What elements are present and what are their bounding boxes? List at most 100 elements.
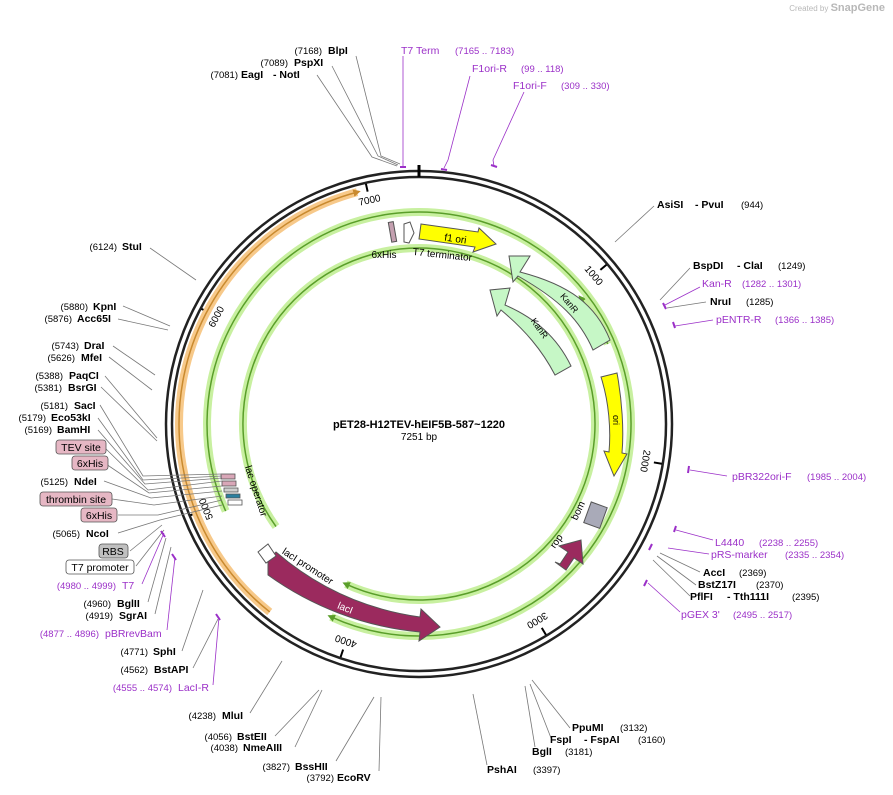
site-pflfi-name[interactable]: PflFI [690, 591, 713, 603]
plasmid-length: 7251 bp [401, 432, 438, 443]
cluster-box-1 [220, 473, 236, 480]
ori-arrow[interactable] [600, 372, 628, 478]
site-pbr322-name[interactable]: pBR322ori-F [732, 471, 792, 483]
site-acc65i-name[interactable]: Acc65I [77, 313, 111, 325]
lac-operator-label: lac operator [242, 464, 269, 518]
site-paqci-name[interactable]: PaqCI [69, 370, 99, 382]
cluster-box-5 [227, 499, 243, 506]
site-ncoi-name[interactable]: NcoI [86, 528, 109, 540]
site-eco53ki-name[interactable]: Eco53kI [51, 412, 91, 424]
site-l4440-name[interactable]: L4440 [715, 537, 744, 549]
site-bsshii-pos: (3827) [263, 762, 290, 773]
site-mfei-name[interactable]: MfeI [81, 352, 102, 364]
tev-box[interactable] [55, 439, 107, 455]
site-nmeaiii-name[interactable]: NmeAIII [243, 742, 282, 754]
site-sgrai-name[interactable]: SgrAI [119, 610, 147, 622]
site-pgex-name[interactable]: pGEX 3' [681, 609, 720, 621]
thrombin-box-label: thrombin site [46, 494, 106, 506]
site-ecorv-name[interactable]: EcoRV [337, 772, 371, 784]
site-sphi-name[interactable]: SphI [153, 646, 176, 658]
kanr-arrow-1[interactable] [508, 255, 611, 351]
6xhis-inner-label: 6xHis [371, 250, 396, 261]
site-nrui-pos: (1285) [746, 297, 773, 308]
site-noti-name[interactable]: - NotI [273, 69, 300, 81]
site-eco53ki-pos: (5179) [19, 413, 46, 424]
snapgene-logo: SnapGene [830, 2, 885, 14]
laci-promoter-arrow[interactable] [257, 543, 277, 564]
leader-f1orif [492, 91, 525, 167]
t7-promoter-arc[interactable] [178, 189, 361, 613]
inner-features: f1 ori KanR KanR ori bom rop lacI lacI p… [220, 221, 628, 643]
site-fspai-name[interactable]: - FspAI [584, 734, 620, 746]
laci-arrow[interactable] [267, 551, 441, 643]
6xhis-box-1[interactable] [71, 455, 109, 471]
rbs-box[interactable] [98, 543, 129, 559]
rop-arrow[interactable] [554, 539, 584, 571]
site-pshai-name[interactable]: PshAI [487, 764, 517, 776]
site-mlui-name[interactable]: MluI [222, 710, 243, 722]
site-blpi-name[interactable]: BlpI [328, 45, 348, 57]
site-t7term-name[interactable]: T7 Term [401, 45, 440, 57]
bom-box[interactable] [583, 501, 608, 530]
site-tth-name[interactable]: - Tth111I [727, 591, 769, 603]
site-blpi-pos: (7168) [295, 46, 322, 57]
leader-paqci [104, 375, 158, 439]
site-clai-name[interactable]: - ClaI [737, 260, 763, 272]
site-bglii-name[interactable]: BglII [117, 598, 140, 610]
site-nrui-name[interactable]: NruI [710, 296, 731, 308]
site-lacir-name[interactable]: LacI-R [178, 682, 209, 694]
leader-eagi [316, 74, 398, 167]
site-pspxi-name[interactable]: PspXI [294, 57, 323, 69]
site-acci-name[interactable]: AccI [703, 567, 725, 579]
site-drai-name[interactable]: DraI [84, 340, 105, 352]
leader-eco53ki [97, 417, 223, 481]
site-bstz-pos: (2370) [756, 580, 783, 591]
site-ppumi-name[interactable]: PpuMI [572, 722, 604, 734]
site-bspdi-name[interactable]: BspDI [693, 260, 723, 272]
leader-sphi [181, 589, 204, 652]
site-saci-name[interactable]: SacI [74, 400, 96, 412]
t7-terminator-label: T7 terminator [412, 247, 473, 264]
site-f1orir-pos: (99 .. 118) [521, 64, 564, 75]
site-pvui-name[interactable]: - PvuI [695, 199, 724, 211]
leader-prs [667, 547, 710, 555]
site-prs-name[interactable]: pRS-marker [711, 549, 768, 561]
site-drai-pos: (5743) [52, 341, 79, 352]
site-sgrai-pos: (4919) [86, 611, 113, 622]
laci-green-arc-2[interactable] [242, 247, 596, 601]
thrombin-box[interactable] [39, 491, 113, 507]
site-bstapi-name[interactable]: BstAPI [154, 664, 189, 676]
t7-promoter-box[interactable] [65, 559, 135, 575]
f1-ori-arrow[interactable] [418, 223, 497, 253]
site-bsteii-name[interactable]: BstEII [237, 731, 267, 743]
site-f1orir-name[interactable]: F1ori-R [472, 63, 507, 75]
site-bgli-name[interactable]: BglI [532, 746, 552, 758]
6xhis-box-2[interactable] [80, 507, 118, 523]
rbs-box-label: RBS [102, 546, 124, 558]
6xhis-inner-box[interactable] [387, 221, 398, 243]
site-bsshii-name[interactable]: BssHII [295, 761, 328, 773]
site-f1orif-pos: (309 .. 330) [561, 81, 610, 92]
site-pshai-pos: (3397) [533, 765, 560, 776]
site-bsrgi-name[interactable]: BsrGI [68, 382, 97, 394]
site-fspi-name[interactable]: FspI [550, 734, 572, 746]
site-pbrrev-name[interactable]: pBRrevBam [105, 628, 162, 640]
site-kpni-name[interactable]: KpnI [93, 301, 116, 313]
leader-bstapi [192, 618, 219, 669]
t7-terminator-arrow[interactable] [403, 221, 415, 244]
leader-f1orir [443, 75, 471, 169]
site-bstz-name[interactable]: BstZ17I [698, 579, 736, 591]
site-eagi-name[interactable]: EagI [241, 69, 263, 81]
laci-green-arc-1[interactable] [206, 211, 632, 637]
site-ndei-name[interactable]: NdeI [74, 476, 97, 488]
site-f1orif-name[interactable]: F1ori-F [513, 80, 547, 92]
kanr-arrow-2[interactable] [489, 287, 572, 376]
site-bsrgi-pos: (5381) [35, 383, 62, 394]
tick-7000 [364, 183, 369, 192]
site-t7p-name[interactable]: T7 [122, 580, 134, 592]
site-kanr-name[interactable]: Kan-R [702, 278, 732, 290]
site-stui-name[interactable]: StuI [122, 241, 142, 253]
site-pentr-name[interactable]: pENTR-R [716, 314, 762, 326]
site-bamhi-name[interactable]: BamHI [57, 424, 90, 436]
site-asisi-name[interactable]: AsiSI [657, 199, 683, 211]
